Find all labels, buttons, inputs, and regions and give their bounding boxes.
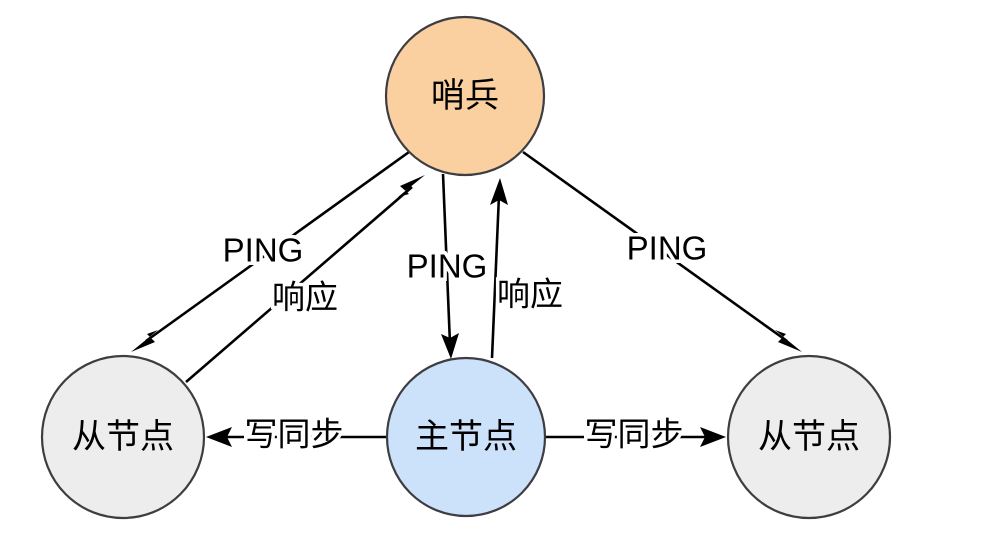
node-slave-right-label: 从节点	[758, 418, 860, 456]
arrowhead-icon	[700, 427, 726, 447]
edge-line	[145, 150, 410, 343]
edge-label-ping-slave-left: PING	[223, 232, 304, 269]
node-master-label: 主节点	[415, 418, 517, 456]
edge-label-ping-master: PING	[407, 248, 488, 285]
edge-master-to-slave-left-sync[interactable]	[206, 427, 387, 447]
edge-line	[522, 150, 788, 343]
edge-line	[185, 186, 413, 383]
edge-line	[490, 194, 501, 359]
edge-master-to-sentinel-response[interactable]	[490, 178, 508, 359]
edge-label-ping-slave-right: PING	[627, 230, 708, 267]
edge-label-sync-slave-right: 写同步	[585, 416, 684, 453]
arrowhead-icon	[131, 330, 158, 352]
node-sentinel[interactable]: 哨兵	[384, 15, 546, 177]
arrowhead-icon	[398, 175, 425, 197]
edge-sentinel-to-slave-left-ping[interactable]	[131, 150, 410, 352]
node-slave-left[interactable]: 从节点	[40, 354, 206, 520]
edge-line	[441, 173, 452, 345]
edge-sentinel-to-master-ping[interactable]	[441, 173, 459, 359]
node-sentinel-circle	[384, 15, 546, 177]
node-slave-left-circle	[40, 354, 206, 520]
edge-label-response-slave-left: 响应	[272, 279, 338, 316]
edge-master-to-slave-right-sync[interactable]	[545, 427, 726, 447]
arrowhead-icon	[490, 178, 508, 205]
arrowhead-icon	[206, 427, 232, 447]
edges-layer	[131, 150, 802, 447]
edge-label-response-master: 响应	[497, 276, 563, 313]
node-master[interactable]: 主节点	[385, 356, 547, 518]
node-master-circle	[385, 356, 547, 518]
arrowhead-icon	[441, 333, 459, 359]
edge-slave-left-to-sentinel-response[interactable]	[185, 175, 425, 383]
node-slave-right-circle	[726, 354, 892, 520]
edge-label-sync-slave-left: 写同步	[245, 416, 344, 453]
node-slave-left-label: 从节点	[72, 418, 174, 456]
arrowhead-icon	[775, 330, 802, 352]
node-sentinel-label: 哨兵	[431, 77, 499, 115]
nodes-layer: 哨兵 从节点 主节点 从节点	[40, 15, 892, 520]
node-slave-right[interactable]: 从节点	[726, 354, 892, 520]
edge-labels-layer: PING 响应 PING 响应 PING 写同步 写同步	[219, 226, 711, 456]
edge-sentinel-to-slave-right-ping[interactable]	[522, 150, 802, 352]
